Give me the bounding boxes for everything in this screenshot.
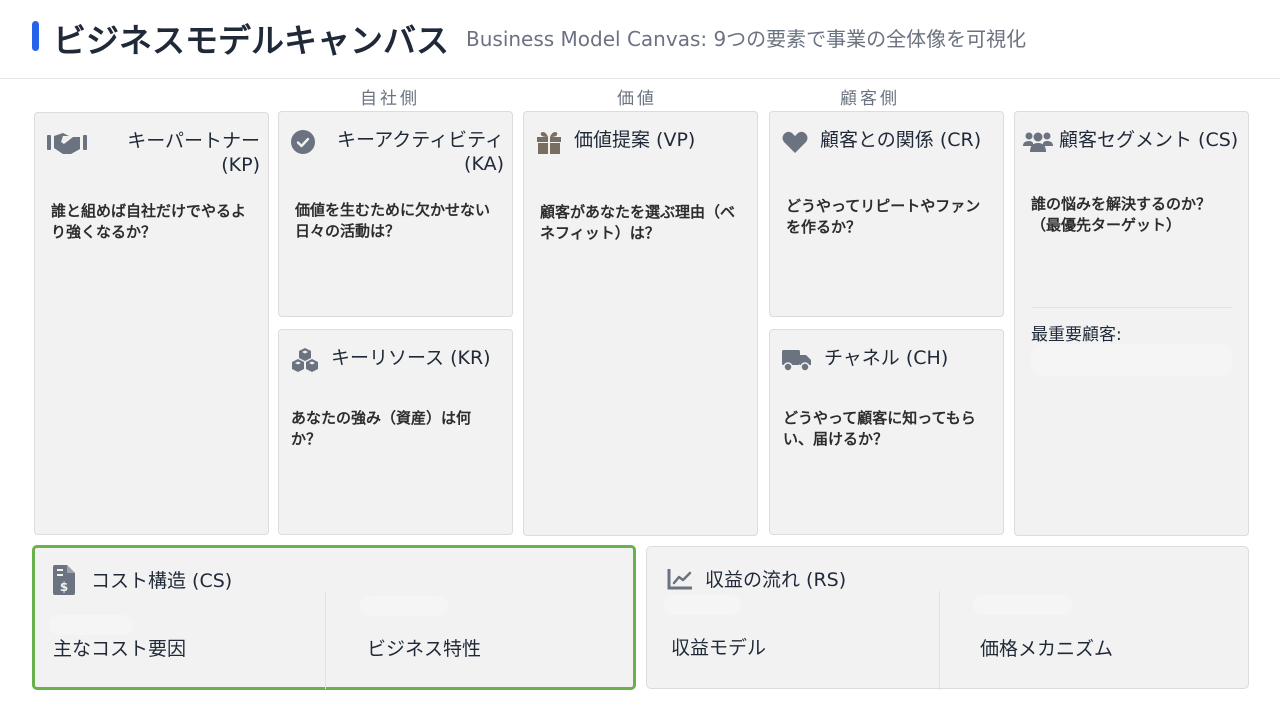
check-circle-icon [291,128,319,156]
heart-icon [782,128,810,156]
page-header: ビジネスモデルキャンバス Business Model Canvas: 9つの要… [0,0,1280,79]
block-question: 誰の悩みを解決するのか？（最優先ターゲット） [1031,195,1212,234]
block-key-activities[interactable]: キーアクティビティ (KA) 価値を生むために欠かせない日々の活動は？ [278,111,513,317]
key-customer-label: 最重要顧客: [1031,325,1122,345]
page-title: ビジネスモデルキャンバス [53,21,449,60]
truck-icon [782,346,814,374]
block-title: キーリソース (KR) [331,347,491,369]
block-question: どうやって顧客に知ってもらい、届けるか？ [783,409,976,448]
title-accent-bar [32,21,39,51]
group-label-self: 自社側 [360,89,420,109]
revenue-column-label: 価格メカニズム [980,638,1114,660]
invoice-dollar-icon: $ [53,565,75,599]
block-title: 収益の流れ (RS) [705,569,847,591]
cost-column-label: ビジネス特性 [367,638,482,660]
block-title: 顧客との関係 (CR) [820,129,982,151]
group-label-value: 価値 [617,89,657,109]
block-question: どうやってリピートやファンを作るか？ [786,197,981,236]
block-question: 誰と組めば自社だけでやるより強くなるか？ [51,202,247,241]
cost-column-label: 主なコスト要因 [53,638,187,660]
block-question: 価値を生むために欠かせない日々の活動は？ [295,201,491,240]
block-key-resources[interactable]: キーリソース (KR) あなたの強み（資産）は何か？ [278,329,513,535]
pricing-pill [973,595,1073,615]
gift-icon [536,128,564,156]
block-customer-relationships[interactable]: 顧客との関係 (CR) どうやってリピートやファンを作るか？ [769,111,1004,317]
block-value-proposition[interactable]: 価値提案 (VP) 顧客があなたを選ぶ理由（ベネフィット）は？ [523,111,758,536]
page-subtitle: Business Model Canvas: 9つの要素で事業の全体像を可視化 [466,27,1027,51]
cost-driver-pill [49,615,133,635]
business-trait-pill [360,596,448,616]
block-title: 顧客セグメント (CS) [1059,129,1239,151]
block-question: 顧客があなたを選ぶ理由（ベネフィット）は？ [540,203,736,242]
block-channels[interactable]: チャネル (CH) どうやって顧客に知ってもらい、届けるか？ [769,329,1004,535]
key-customer-input[interactable] [1031,344,1232,376]
block-cost-structure[interactable]: $ コスト構造 (CS) 主なコスト要因 ビジネス特性 [32,545,636,690]
chart-line-icon [667,567,693,595]
svg-text:$: $ [60,580,68,594]
handshake-icon [47,129,87,157]
block-question: あなたの強み（資産）は何か？ [291,409,472,448]
block-key-partners[interactable]: キーパートナー (KP) 誰と組めば自社だけでやるより強くなるか？ [34,112,269,535]
block-title: チャネル (CH) [824,347,949,369]
revenue-column-label: 収益モデル [671,637,767,659]
column-divider [939,591,940,690]
block-title: コスト構造 (CS) [91,570,233,592]
revenue-model-pill [663,595,741,615]
block-title: 価値提案 (VP) [574,129,696,151]
group-label-customer: 顧客側 [840,89,900,109]
users-icon [1023,128,1053,156]
block-revenue-streams[interactable]: 収益の流れ (RS) 収益モデル 価格メカニズム [646,546,1249,690]
cubes-icon [291,346,321,374]
block-title: キーパートナー (KP) [127,130,260,176]
block-title: キーアクティビティ (KA) [336,129,504,175]
block-customer-segments[interactable]: 顧客セグメント (CS) 誰の悩みを解決するのか？（最優先ターゲット） 最重要顧… [1014,111,1249,536]
column-divider [325,592,326,689]
section-divider [1031,307,1232,308]
